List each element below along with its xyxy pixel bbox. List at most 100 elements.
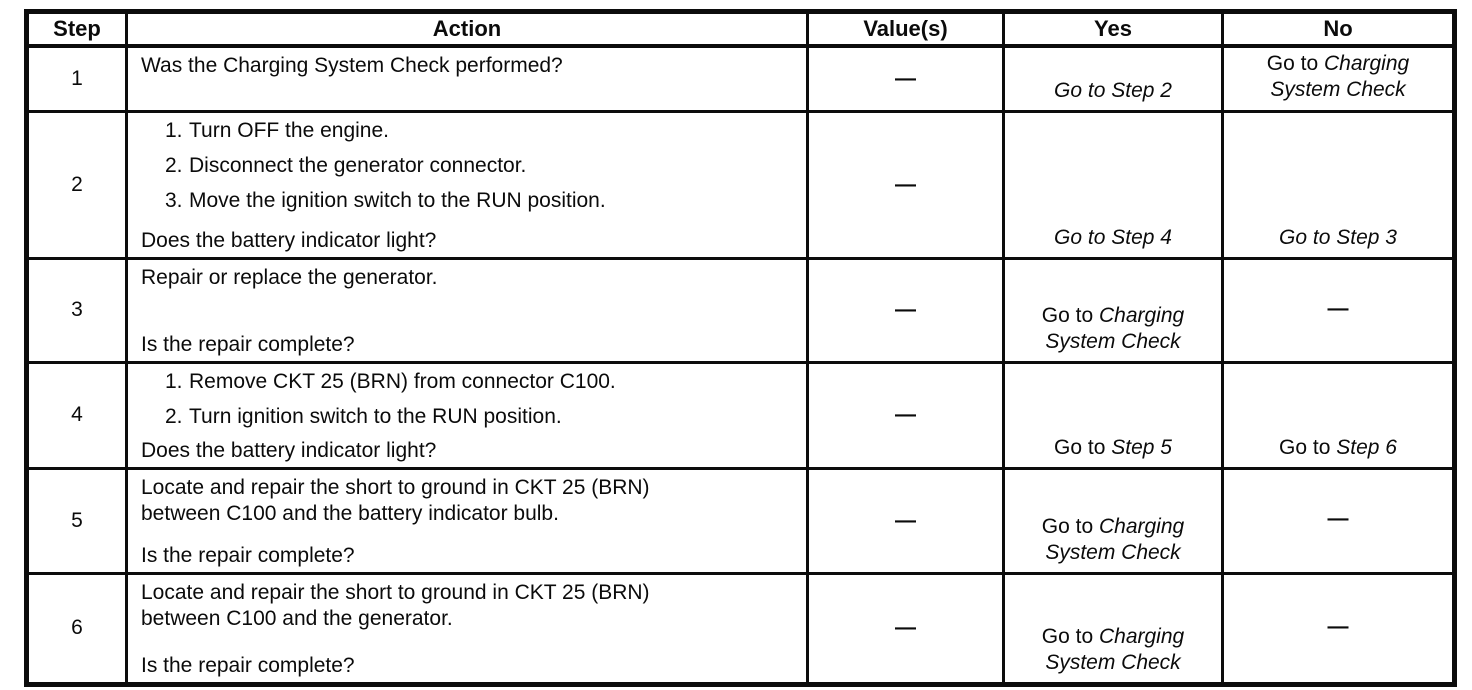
action-cell: 1.Remove CKT 25 (BRN) from connector C10…: [125, 360, 809, 470]
result-text-line: System Check: [1011, 540, 1215, 566]
result-text-line: Go to Charging: [1011, 514, 1215, 540]
action-list-number: 2.: [165, 404, 183, 428]
text-run: Go to: [1041, 303, 1099, 327]
header-row: Step Action Value(s) Yes No: [25, 10, 1456, 48]
value-cell: —: [806, 466, 1005, 575]
column-header-action: Action: [125, 10, 809, 48]
action-question: Is the repair complete?: [141, 332, 355, 356]
step-number-cell: 1: [25, 44, 128, 113]
result-text-line: Go to Charging: [1230, 51, 1446, 77]
text-run: Go to: [1041, 514, 1099, 538]
no-cell: —: [1221, 256, 1456, 364]
action-numbered-list: 1.Turn OFF the engine.2.Disconnect the g…: [141, 118, 796, 214]
action-list-text: Remove CKT 25 (BRN) from connector C100.: [189, 369, 616, 393]
result-text-line: Go to Step 4: [1011, 225, 1215, 251]
diagnostic-table: Step Action Value(s) Yes No 1 Was the Cha…: [24, 9, 1457, 687]
result-text-line: Go to Step 5: [1011, 435, 1215, 461]
action-paragraph-line: between C100 and the generator.: [141, 606, 453, 630]
action-list-item: 2.Turn ignition switch to the RUN positi…: [165, 404, 796, 430]
no-cell: Go to Step 3: [1221, 109, 1456, 260]
no-cell: Go to Step 6: [1221, 360, 1456, 470]
action-list-item: 3.Move the ignition switch to the RUN po…: [165, 188, 796, 214]
action-question: Does the battery indicator light?: [141, 228, 437, 252]
action-question: Is the repair complete?: [141, 653, 355, 677]
action-list-text: Turn OFF the engine.: [189, 118, 389, 142]
text-run: Charging: [1323, 52, 1410, 75]
text-run: Go to: [1054, 435, 1112, 459]
text-run: System Check: [1045, 329, 1181, 353]
action-question: Does the battery indicator light?: [141, 438, 437, 462]
text-run: System Check: [1270, 78, 1406, 101]
action-list-number: 2.: [165, 153, 183, 177]
result-text-line: System Check: [1230, 77, 1446, 103]
value-cell: —: [806, 256, 1005, 364]
text-run: Go to Step 3: [1279, 225, 1397, 249]
text-run: Go to Step 2: [1054, 78, 1172, 102]
yes-cell: Go to Step 2: [1002, 44, 1224, 113]
action-paragraph-line: Repair or replace the generator.: [141, 265, 438, 289]
value-cell: —: [806, 571, 1005, 686]
table-body: 1 Was the Charging System Check performed…: [25, 44, 1456, 686]
result-text-line: Go to Charging: [1011, 624, 1215, 650]
action-list-item: 1.Turn OFF the engine.: [165, 118, 796, 144]
result-text-line: System Check: [1011, 650, 1215, 676]
action-paragraph-line: Locate and repair the short to ground in…: [141, 475, 650, 499]
table-row: 1 Was the Charging System Check performed…: [25, 44, 1456, 113]
action-paragraph-line: Was the Charging System Check performed?: [141, 54, 563, 77]
action-cell: Locate and repair the short to ground in…: [125, 571, 809, 686]
action-list-number: 1.: [165, 118, 183, 142]
action-list-text: Turn ignition switch to the RUN position…: [189, 404, 562, 428]
column-header-step: Step: [25, 10, 128, 48]
result-text-line: Go to Step 3: [1230, 225, 1446, 251]
text-run: Charging: [1098, 303, 1185, 327]
action-list-number: 3.: [165, 188, 183, 212]
text-run: Go to: [1266, 52, 1324, 75]
action-list-item: 1.Remove CKT 25 (BRN) from connector C10…: [165, 369, 796, 395]
text-run: Charging: [1098, 514, 1185, 538]
yes-cell: Go to Step 4: [1002, 109, 1224, 260]
column-header-values: Value(s): [806, 10, 1005, 48]
table-row: 3 Repair or replace the generator. Is the …: [25, 256, 1456, 364]
action-list-item: 2.Disconnect the generator connector.: [165, 153, 796, 179]
text-run: Go to: [1041, 624, 1099, 648]
action-paragraph: Locate and repair the short to ground in…: [141, 580, 796, 632]
text-run: System Check: [1045, 540, 1181, 564]
action-paragraph-line: between C100 and the battery indicator b…: [141, 501, 559, 525]
action-cell: Was the Charging System Check performed?: [125, 44, 809, 113]
action-list-text: Disconnect the generator connector.: [189, 153, 527, 177]
step-number-cell: 3: [25, 256, 128, 364]
table-row: 4 1.Remove CKT 25 (BRN) from connector C1…: [25, 360, 1456, 470]
no-cell: —: [1221, 571, 1456, 686]
action-numbered-list: 1.Remove CKT 25 (BRN) from connector C10…: [141, 369, 796, 430]
step-number-cell: 5: [25, 466, 128, 575]
step-number-cell: 6: [25, 571, 128, 686]
yes-cell: Go to Step 5: [1002, 360, 1224, 470]
action-paragraph: Repair or replace the generator.: [141, 265, 796, 291]
result-text-line: Go to Step 6: [1230, 435, 1446, 461]
value-cell: —: [806, 109, 1005, 260]
table-row: 6 Locate and repair the short to ground i…: [25, 571, 1456, 686]
action-cell: Repair or replace the generator. Is the r…: [125, 256, 809, 364]
result-text-line: Go to Charging: [1011, 303, 1215, 329]
value-cell: —: [806, 44, 1005, 113]
text-run: Go to Step 4: [1054, 225, 1172, 249]
text-run: Step 5: [1111, 435, 1172, 459]
action-paragraph: Was the Charging System Check performed?: [141, 53, 796, 79]
text-run: Step 6: [1336, 435, 1397, 459]
no-cell: —: [1221, 466, 1456, 575]
text-run: System Check: [1045, 650, 1181, 674]
action-paragraph: Locate and repair the short to ground in…: [141, 475, 796, 527]
action-cell: 1.Turn OFF the engine.2.Disconnect the g…: [125, 109, 809, 260]
value-cell: —: [806, 360, 1005, 470]
column-header-no: No: [1221, 10, 1456, 48]
column-header-yes: Yes: [1002, 10, 1224, 48]
action-paragraph-line: Locate and repair the short to ground in…: [141, 580, 650, 604]
step-number-cell: 2: [25, 109, 128, 260]
result-text-line: Go to Step 2: [1011, 78, 1215, 104]
action-cell: Locate and repair the short to ground in…: [125, 466, 809, 575]
step-number-cell: 4: [25, 360, 128, 470]
